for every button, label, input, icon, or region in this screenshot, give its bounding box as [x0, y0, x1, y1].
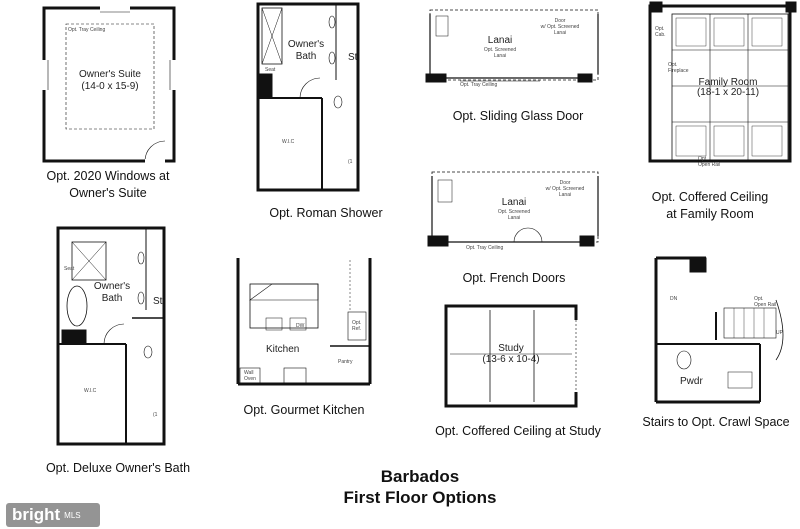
french-doors-plan — [427, 171, 599, 247]
roman-shower-plan — [256, 2, 360, 192]
french-screened-2: Lanai — [508, 215, 520, 221]
sliding-door-note-2: w/ Opt. Screened — [541, 24, 580, 30]
caption-owners-suite-2: Owner's Suite — [69, 186, 147, 200]
gourmet-kitchen-plan — [236, 258, 372, 386]
study-dims: (13-6 x 10-4) — [482, 354, 539, 365]
deluxe-bath-label-2: Bath — [102, 293, 123, 304]
study-plan — [444, 304, 578, 408]
family-fireplace: Opt. — [668, 62, 677, 68]
crawl-dn: DN — [670, 296, 678, 302]
kitchen-oven-b: Oven — [244, 376, 256, 382]
family-fireplace-b: Fireplace — [668, 68, 689, 74]
deluxe-st: St — [153, 296, 163, 307]
kitchen-ref-b: Ref. — [352, 326, 361, 332]
roman-st: St — [348, 52, 358, 63]
sliding-door-note-3: Lanai — [554, 30, 566, 36]
sliding-lanai: Lanai — [488, 35, 512, 46]
french-lanai: Lanai — [502, 197, 526, 208]
crawl-rail-b: Open Rail — [754, 302, 776, 308]
kitchen-label: Kitchen — [266, 344, 299, 355]
sliding-tray: Opt. Tray Ceiling — [460, 82, 497, 88]
caption-gourmet-kitchen: Opt. Gourmet Kitchen — [243, 403, 365, 417]
crawl-up: UP — [776, 330, 784, 336]
french-door-note-2: w/ Opt. Screened — [546, 186, 585, 192]
deluxe-seat: Seat — [64, 266, 75, 272]
family-room-label: Family Room — [699, 77, 758, 88]
kitchen-dw: DW — [296, 323, 305, 329]
watermark-suffix: MLS — [64, 510, 81, 520]
deluxe-num: (1 — [153, 412, 158, 418]
owners-suite-label: Owner's Suite — [79, 69, 141, 80]
french-door-note: Door — [560, 180, 571, 186]
roman-bath-label-1: Owner's — [288, 39, 324, 50]
owners-suite-dims: (14-0 x 15-9) — [81, 81, 138, 92]
deluxe-bath-plan — [56, 226, 166, 446]
kitchen-pantry: Pantry — [338, 359, 353, 365]
sliding-screened-2: Lanai — [494, 53, 506, 59]
owners-suite-tray-note: Opt. Tray Ceiling — [68, 27, 105, 33]
family-cab-1b: Cab. — [655, 32, 666, 38]
caption-crawl-space: Stairs to Opt. Crawl Space — [642, 415, 790, 429]
deluxe-bath-label-1: Owner's — [94, 281, 130, 292]
caption-french-doors: Opt. French Doors — [462, 271, 566, 285]
pwdr-label: Pwdr — [680, 376, 703, 387]
roman-seat: Seat — [265, 67, 276, 73]
family-room-plan — [648, 1, 797, 163]
french-tray: Opt. Tray Ceiling — [466, 245, 503, 251]
deluxe-wic: W.I.C — [84, 388, 97, 394]
caption-sliding-door: Opt. Sliding Glass Door — [452, 109, 584, 123]
roman-num: (1 — [348, 159, 353, 165]
family-rail: Opt. — [698, 156, 707, 162]
sliding-door-note: Door — [555, 18, 566, 24]
family-rail-b: Open Rail — [698, 162, 720, 168]
crawl-rail: Opt. — [754, 296, 763, 302]
french-screened: Opt. Screened — [498, 209, 530, 215]
sliding-door-plan — [425, 9, 599, 83]
caption-coffered-study: Opt. Coffered Ceiling at Study — [435, 424, 601, 438]
kitchen-oven: Wall — [244, 370, 254, 376]
caption-owners-suite-1: Opt. 2020 Windows at — [46, 169, 170, 183]
kitchen-ref: Opt. — [352, 320, 361, 326]
roman-wic: W.I.C — [282, 139, 295, 145]
caption-coffered-family: Opt. Coffered Ceiling at Family Room — [630, 189, 790, 223]
study-label: Study — [498, 343, 524, 354]
sliding-screened: Opt. Screened — [484, 47, 516, 53]
family-room-dims: (18-1 x 20-11) — [697, 87, 759, 98]
plan-title: Barbados — [380, 467, 460, 486]
caption-owners-suite: Opt. 2020 Windows at Owner's Suite — [20, 168, 196, 202]
family-cab-1: Opt. — [655, 26, 664, 32]
caption-deluxe-bath: Opt. Deluxe Owner's Bath — [45, 461, 191, 475]
roman-bath-label-2: Bath — [296, 51, 317, 62]
crawl-space-plan — [654, 256, 784, 404]
caption-roman-shower: Opt. Roman Shower — [269, 206, 383, 220]
caption-coffered-family-2: at Family Room — [666, 207, 754, 221]
french-door-note-3: Lanai — [559, 192, 571, 198]
watermark-brand: bright — [12, 505, 61, 524]
bright-mls-watermark: bright MLS — [6, 503, 100, 527]
owners-suite-plan — [42, 6, 176, 163]
caption-coffered-family-1: Opt. Coffered Ceiling — [651, 190, 769, 204]
plan-subtitle: First Floor Options — [343, 488, 497, 507]
